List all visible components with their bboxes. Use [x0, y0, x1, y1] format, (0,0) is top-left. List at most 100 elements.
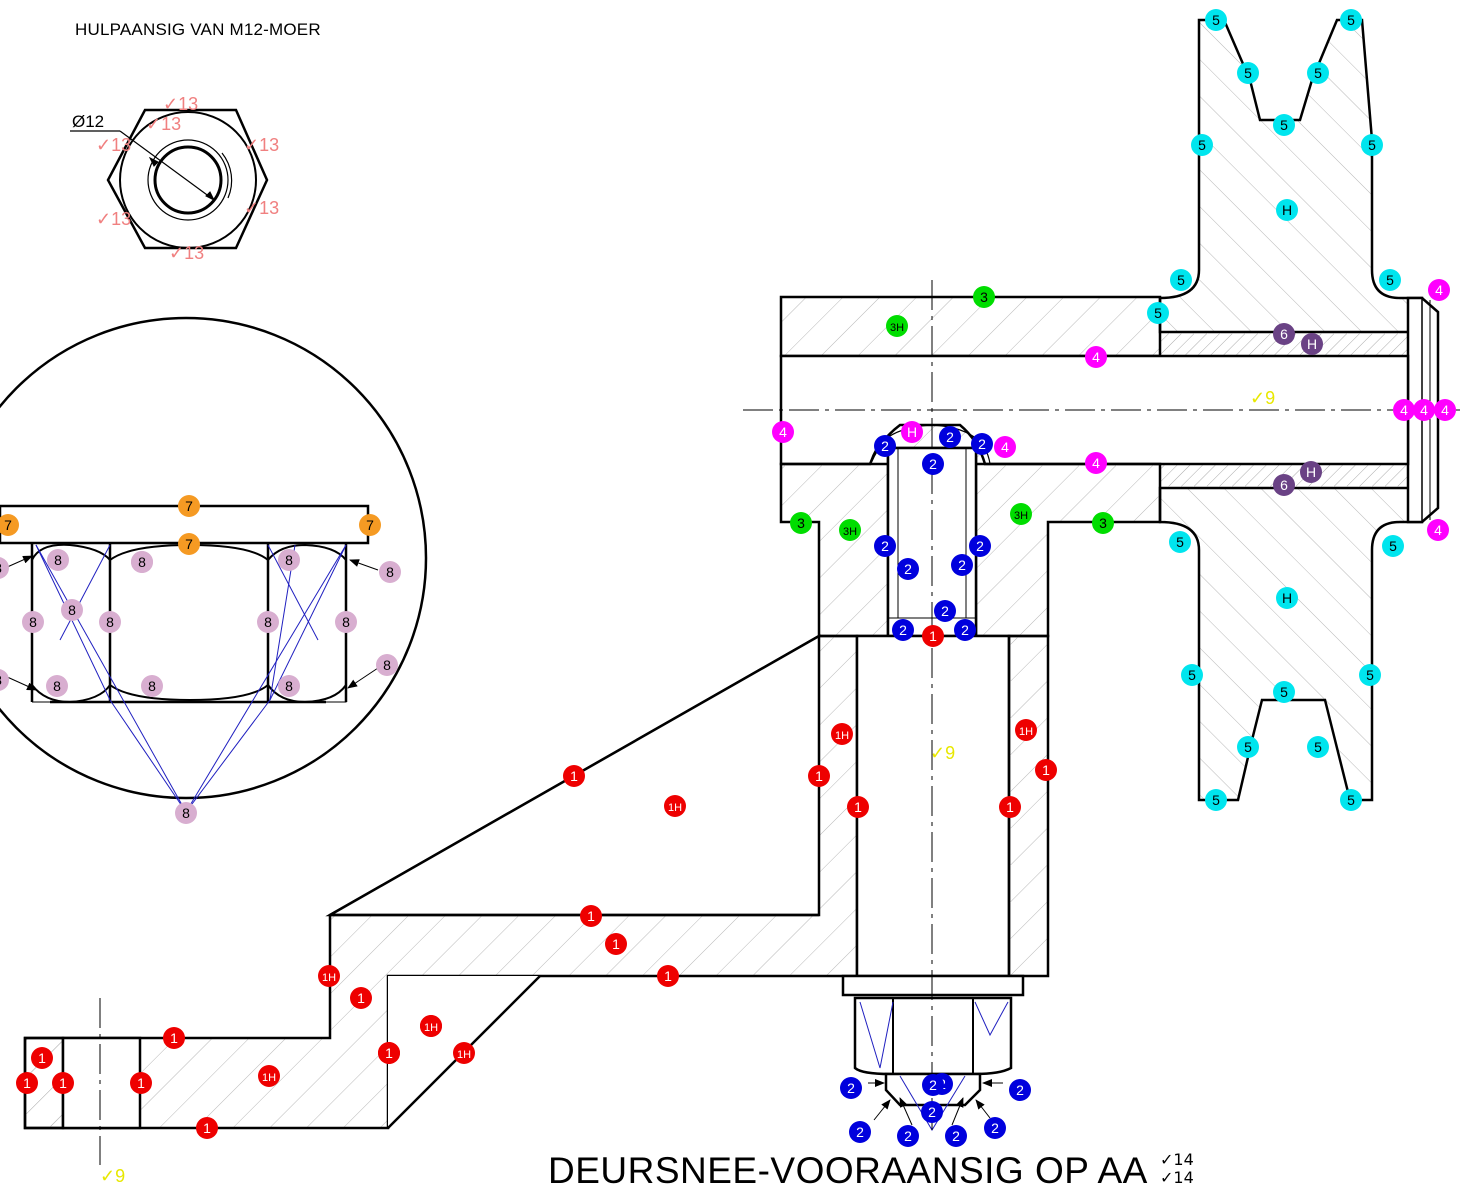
balloon-label: 5 — [1368, 137, 1376, 153]
balloon-label: 2 — [952, 1128, 960, 1144]
balloon-label: H — [1282, 590, 1292, 606]
finish-mark: ✓14 — [1160, 1150, 1194, 1169]
balloon-label: 1 — [1042, 762, 1050, 778]
balloon-5: 5 — [1181, 664, 1203, 686]
balloon-label: 2 — [928, 1104, 936, 1120]
balloon-H: H — [1301, 333, 1323, 355]
balloon-8: 8 — [22, 611, 44, 633]
finish-mark: ✓9 — [100, 1166, 125, 1186]
balloon-label: 8 — [29, 614, 37, 630]
balloon-label: 8 — [0, 560, 2, 576]
balloon-2: 2 — [897, 558, 919, 580]
balloon-label: 5 — [1176, 534, 1184, 550]
balloon-label: 8 — [54, 552, 62, 568]
general-finish: ✓14 ✓14 — [1160, 1151, 1194, 1187]
balloon-5: 5 — [1382, 535, 1404, 557]
balloon-2: 2 — [840, 1077, 862, 1099]
balloon-1: 1 — [1035, 759, 1057, 781]
balloon-1: 1 — [847, 796, 869, 818]
balloon-label: 2 — [881, 538, 889, 554]
balloon-label: 2 — [899, 622, 907, 638]
balloon-7: 7 — [359, 514, 381, 536]
balloon-label: H — [907, 424, 917, 440]
balloon-label: 1 — [59, 1075, 67, 1091]
balloon-label: 5 — [1244, 65, 1252, 81]
finish-mark: ✓13 — [244, 135, 279, 155]
balloon-1: 1 — [52, 1072, 74, 1094]
balloon-label: 8 — [383, 657, 391, 673]
balloon-1H: 1H — [831, 723, 853, 745]
balloon-label: 5 — [1177, 272, 1185, 288]
balloon-4: 4 — [772, 421, 794, 443]
balloon-label: 5 — [1347, 12, 1355, 28]
balloon-label: 4 — [1400, 402, 1408, 418]
balloon-label: 4 — [1092, 455, 1100, 471]
balloon-2: 2 — [934, 600, 956, 622]
balloon-label: 2 — [881, 438, 889, 454]
balloon-label: 5 — [1280, 117, 1288, 133]
balloon-label: 6 — [1280, 477, 1288, 493]
balloon-label: 1 — [587, 908, 595, 924]
balloon-label: 8 — [342, 614, 350, 630]
nut-aux-view — [70, 108, 269, 250]
balloon-label: 8 — [138, 554, 146, 570]
balloon-4: 4 — [994, 436, 1016, 458]
balloon-4: 4 — [1393, 399, 1415, 421]
balloon-4: 4 — [1413, 399, 1435, 421]
balloon-5: 5 — [1307, 736, 1329, 758]
balloon-1: 1 — [163, 1027, 185, 1049]
balloon-label: 1 — [23, 1075, 31, 1091]
balloon-5: 5 — [1205, 789, 1227, 811]
balloon-label: 8 — [182, 805, 190, 821]
balloon-label: 4 — [1420, 402, 1428, 418]
balloon-8: 8 — [335, 611, 357, 633]
balloon-3H: 3H — [1010, 503, 1032, 525]
balloon-5: 5 — [1237, 62, 1259, 84]
balloon-1: 1 — [130, 1072, 152, 1094]
balloon-label: 4 — [1092, 349, 1100, 365]
finish-mark: ✓9 — [1250, 388, 1275, 408]
balloon-label: 2 — [946, 429, 954, 445]
balloon-1: 1 — [563, 765, 585, 787]
balloon-label: 1H — [1019, 726, 1033, 738]
balloon-label: 8 — [285, 678, 293, 694]
balloon-7: 7 — [0, 514, 19, 536]
balloon-2: 2 — [939, 426, 961, 448]
balloon-label: H — [1306, 464, 1316, 480]
balloon-label: 5 — [1280, 684, 1288, 700]
balloon-5: 5 — [1359, 664, 1381, 686]
balloon-8: 8 — [141, 675, 163, 697]
balloon-5: 5 — [1340, 9, 1362, 31]
balloon-3: 3 — [790, 512, 812, 534]
balloon-label: 7 — [185, 536, 193, 552]
diameter-label: Ø12 — [72, 112, 104, 131]
balloon-8: 8 — [175, 802, 197, 824]
balloon-8: 8 — [61, 599, 83, 621]
balloon-8: 8 — [278, 675, 300, 697]
balloon-1: 1 — [999, 796, 1021, 818]
balloon-1: 1 — [16, 1072, 38, 1094]
balloon-label: H — [1307, 336, 1317, 352]
finish-mark: ✓13 — [146, 114, 181, 134]
balloon-1: 1 — [808, 765, 830, 787]
balloon-label: 1 — [815, 768, 823, 784]
balloon-H: H — [1276, 199, 1298, 221]
balloon-5: 5 — [1361, 134, 1383, 156]
balloon-2: 2 — [1009, 1079, 1031, 1101]
balloon-label: 5 — [1212, 792, 1220, 808]
balloon-2: 2 — [969, 535, 991, 557]
balloon-1H: 1H — [318, 965, 340, 987]
balloon-8: 8 — [278, 549, 300, 571]
balloon-3: 3 — [973, 286, 995, 308]
balloon-6: 6 — [1273, 474, 1295, 496]
balloon-label: 1H — [457, 1049, 471, 1061]
balloon-5: 5 — [1273, 681, 1295, 703]
balloon-5: 5 — [1379, 269, 1401, 291]
balloon-8: 8 — [99, 611, 121, 633]
balloon-label: 1 — [203, 1120, 211, 1136]
balloon-5: 5 — [1307, 62, 1329, 84]
balloon-label: 1 — [357, 990, 365, 1006]
balloon-1: 1 — [196, 1117, 218, 1139]
balloon-label: 1 — [570, 768, 578, 784]
balloon-label: 8 — [386, 564, 394, 580]
